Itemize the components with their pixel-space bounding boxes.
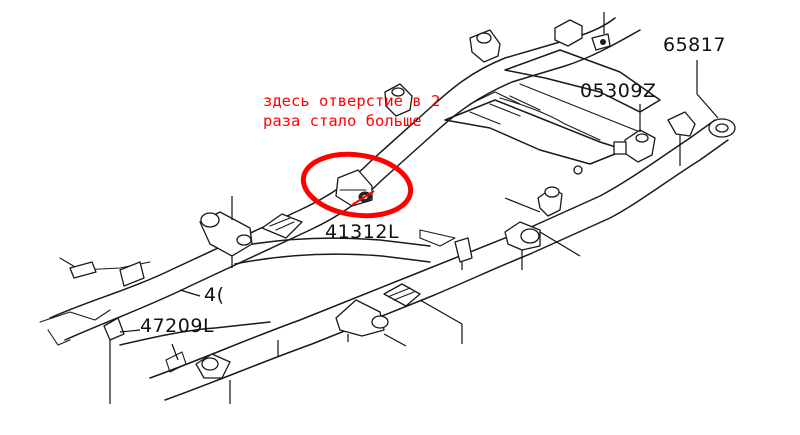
bracket-41312l [419, 229, 473, 263]
annotation-line-1: здесь отверстие в 2 [263, 92, 440, 110]
bracket-47209l [103, 317, 125, 341]
clip-left-2 [119, 261, 145, 287]
small-nut [573, 165, 583, 175]
bracket-right-mid [537, 186, 563, 217]
body-mount-bracket-top [469, 29, 501, 63]
clip-left [261, 213, 303, 239]
part-label-41312l: 41312L [325, 221, 399, 243]
bracket-lower-center [335, 299, 389, 337]
top-clip [554, 19, 583, 47]
bolt-top [591, 33, 611, 51]
front-crossmember [504, 49, 661, 113]
bracket-left-upper [199, 211, 253, 257]
leader-lines [109, 12, 719, 404]
clip-far-left [69, 261, 97, 279]
vehicle-frame [39, 17, 729, 401]
red-annotation: здесь отверстие в 2 раза стало больше [263, 92, 440, 219]
highlight-circle [300, 151, 414, 219]
bracket-65817 [667, 111, 736, 138]
annotation-line-2: раза стало больше [263, 112, 422, 130]
highlight-tick [351, 190, 375, 206]
right-rail-inner [164, 139, 729, 401]
part-label-65817: 65817 [663, 34, 726, 56]
part-label-05309z: 05309Z [580, 80, 656, 102]
bracket-05309z [613, 129, 656, 163]
bracket-lower-right [383, 283, 421, 307]
part-number-labels: 65817 05309Z 41312L 47209L 4( [140, 34, 726, 337]
part-label-partial: 4( [204, 284, 225, 306]
bracket-right-lower [504, 221, 541, 251]
bracket-bottom-left [195, 353, 231, 379]
part-label-47209l: 47209L [140, 315, 214, 337]
highlighted-bracket [335, 169, 373, 207]
left-rail-inner [64, 29, 641, 341]
body-mount-bracket-upper [384, 83, 413, 117]
rear-crossmember [119, 321, 271, 346]
frame-brackets [69, 19, 736, 379]
